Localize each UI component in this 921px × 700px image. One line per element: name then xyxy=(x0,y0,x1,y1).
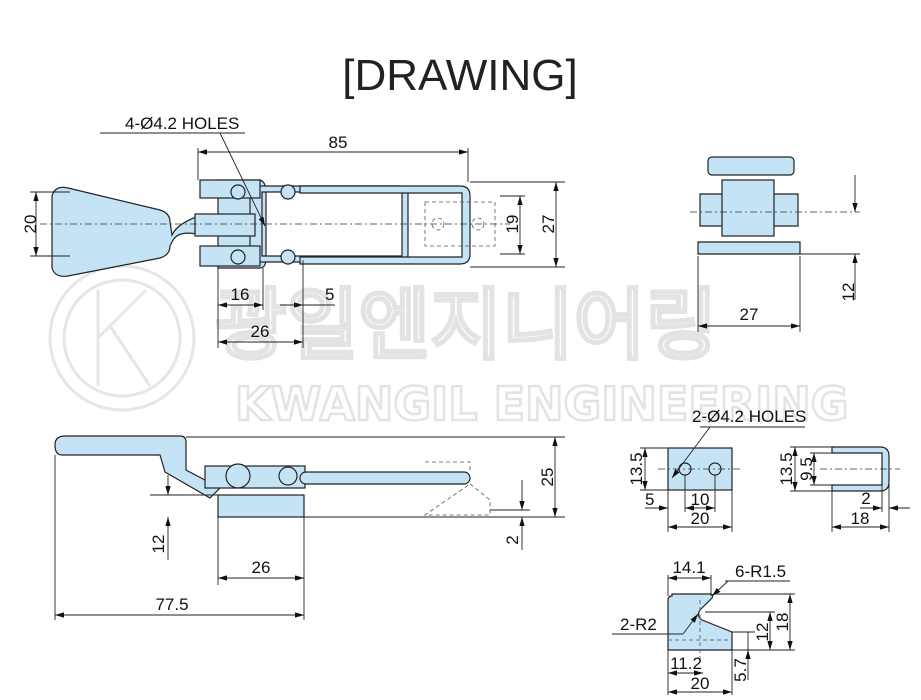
dim-14-1: 14.1 xyxy=(672,558,705,577)
dim-18-hook: 18 xyxy=(851,509,870,528)
handle-end xyxy=(707,156,795,176)
handle-side xyxy=(54,435,221,499)
handle-top xyxy=(51,186,206,277)
dim-16: 16 xyxy=(231,285,250,304)
hook-wire xyxy=(299,185,471,265)
watermark: 광일엔지니어링 KWANGIL ENGINEERING xyxy=(48,264,850,432)
base-end xyxy=(697,241,801,255)
dim-5-7: 5.7 xyxy=(731,658,750,682)
dim-2-side: 2 xyxy=(503,535,522,544)
hole xyxy=(230,184,246,200)
hole xyxy=(280,184,296,200)
nut-bottom xyxy=(199,245,261,267)
pivot-block xyxy=(194,213,256,237)
r1-5-note: 6-R1.5 xyxy=(735,562,786,581)
hole xyxy=(230,249,246,265)
dim-85: 85 xyxy=(329,133,348,152)
dim-18-catch: 18 xyxy=(773,613,792,632)
dim-27-top: 27 xyxy=(539,215,558,234)
dim-25: 25 xyxy=(538,468,557,487)
dim-27-end: 27 xyxy=(740,305,759,324)
dim-12-catch: 12 xyxy=(753,623,772,642)
watermark-logo-circle xyxy=(48,264,196,412)
watermark-english: KWANGIL ENGINEERING xyxy=(235,377,849,431)
base-side xyxy=(217,494,305,518)
hole xyxy=(280,249,296,265)
dim-11-2: 11.2 xyxy=(670,654,702,673)
side-view: 25 12 2 26 77.5 xyxy=(54,435,565,620)
r2-note: 2-R2 xyxy=(620,615,657,634)
dim-20-plate: 20 xyxy=(691,509,710,528)
holes-note-2: 2-Ø4.2 HOLES xyxy=(692,407,806,426)
pivot-side xyxy=(225,463,251,489)
dim-13-5-hook: 13.5 xyxy=(777,452,796,485)
nut-top xyxy=(199,179,261,199)
dim-26-side: 26 xyxy=(252,558,271,577)
dim-19: 19 xyxy=(503,215,522,234)
hook-side-view: 13.5 9.5 2 18 xyxy=(777,446,910,532)
dim-5-plate: 5 xyxy=(645,490,654,509)
dim-5-top: 5 xyxy=(325,285,334,304)
end-view: 12 27 xyxy=(690,156,860,332)
dim-13-5-plate: 13.5 xyxy=(627,452,646,485)
dim-10-plate: 10 xyxy=(691,490,710,509)
watermark-korean: 광일엔지니어링 xyxy=(215,281,717,371)
dim-77-5: 77.5 xyxy=(155,595,188,614)
dim-20-catch: 20 xyxy=(691,674,710,693)
catch-view: 14.1 6-R1.5 2-R2 18 12 5.7 11.2 20 xyxy=(612,558,795,695)
holes-note-4: 4-Ø4.2 HOLES xyxy=(125,114,239,133)
dim-12-end: 12 xyxy=(839,283,858,302)
hook-rod-side xyxy=(299,471,471,485)
pivot-end xyxy=(721,179,775,237)
catch-hidden-side xyxy=(423,461,491,516)
dim-20: 20 xyxy=(21,215,40,234)
dim-26-top: 26 xyxy=(251,322,270,341)
top-view: 85 4-Ø4.2 HOLES 20 19 27 16 5 26 xyxy=(21,114,565,348)
page-title: [DRAWING] xyxy=(342,51,577,100)
dim-12-side: 12 xyxy=(149,535,168,554)
plate-view: 13.5 2-Ø4.2 HOLES 5 10 20 xyxy=(627,407,806,532)
watermark-logo-k xyxy=(96,288,152,387)
dim-2-hook: 2 xyxy=(861,489,870,508)
dim-9-5-hook: 9.5 xyxy=(797,457,816,481)
